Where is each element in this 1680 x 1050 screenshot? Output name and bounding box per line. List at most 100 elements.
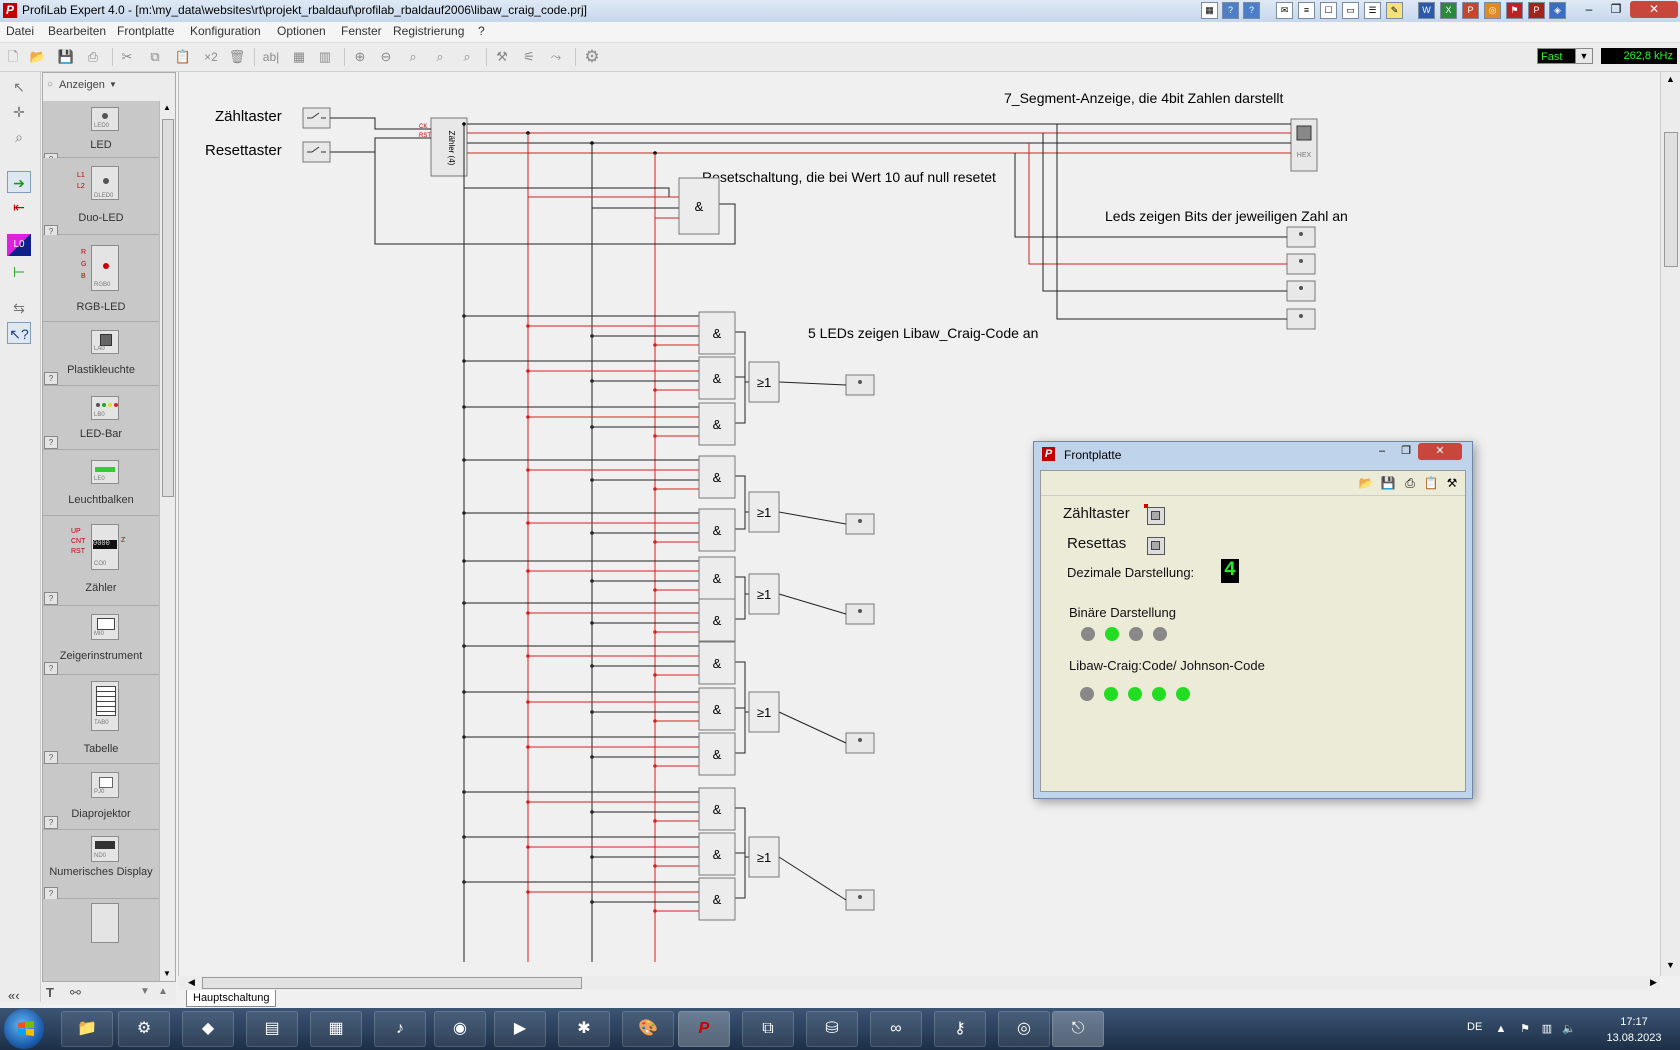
switch-zaehltaster[interactable] <box>302 107 331 129</box>
palette-item-diaprojektor[interactable]: PJ0 Diaprojektor ? <box>43 764 159 830</box>
save-icon[interactable]: 💾 <box>57 49 75 64</box>
tools-icon[interactable]: ⚒ <box>496 49 508 64</box>
palette-item-zeigerinstrument[interactable]: MI0 Zeigerinstrument ? <box>43 606 159 675</box>
app-icon[interactable]: ◈ <box>1549 2 1566 19</box>
and-gate[interactable]: & <box>698 732 736 776</box>
palette-item-led-bar[interactable]: LB0 LED-Bar ? <box>43 386 159 450</box>
scroll-up-icon[interactable]: ▲ <box>163 103 171 112</box>
color-logic-icon[interactable]: L0 <box>7 234 31 256</box>
palette-item-numerisches-display[interactable]: ND0 Numerisches Display ? <box>43 830 159 900</box>
mail-icon[interactable]: ✉ <box>1276 2 1293 19</box>
app-icon[interactable]: ✱ <box>558 1011 610 1047</box>
copy-icon[interactable]: ⧉ <box>150 49 160 64</box>
gear-icon[interactable]: ⚙ <box>584 47 600 66</box>
menu-konfiguration[interactable]: Konfiguration <box>190 24 261 38</box>
output-led-3[interactable] <box>845 603 875 625</box>
delete-icon[interactable]: 🗑 <box>228 49 246 64</box>
bit-led-2[interactable] <box>1286 253 1316 275</box>
help-icon[interactable]: ? <box>44 662 58 675</box>
canvas-vertical-scrollbar[interactable]: ▲ ▼ <box>1660 72 1680 976</box>
duplicate-button[interactable]: ×2 <box>204 50 218 64</box>
cut-icon[interactable]: ✂ <box>121 49 133 64</box>
zoom-in-icon[interactable]: ⊕ <box>354 49 366 64</box>
palette-item-zaehler[interactable]: 0000 CO0 UP CNT RST Z Zähler ? <box>43 516 159 606</box>
radio-icon[interactable]: ○ <box>47 79 54 90</box>
maximize-icon[interactable]: ❐ <box>1610 2 1622 16</box>
palette-item-partial[interactable] <box>43 899 159 959</box>
schematic-canvas[interactable]: Zähltaster Resettaster 7_Segment-Anzeige… <box>178 72 1661 976</box>
and-gate[interactable]: & <box>698 641 736 685</box>
pdf-icon[interactable]: ⎋ <box>1052 1011 1104 1047</box>
palette-item-led[interactable]: LED0 LED ? <box>43 101 159 166</box>
bit-led-1[interactable] <box>1286 226 1316 248</box>
help-icon[interactable]: ? <box>1222 2 1239 19</box>
counter-block[interactable]: Zähler (4) CK RST <box>419 117 468 177</box>
chevron-down-icon[interactable]: ▼ <box>1575 48 1593 64</box>
swap-icon[interactable]: ⇆ <box>13 300 25 316</box>
help-icon[interactable]: ? <box>44 592 58 605</box>
card-icon[interactable]: ▭ <box>1342 2 1359 19</box>
wire-icon[interactable]: ⚟ <box>523 49 535 64</box>
zoom-window-icon[interactable]: ⌕ <box>463 49 471 64</box>
pin-icon[interactable]: ⊢ <box>12 264 26 280</box>
scroll-thumb[interactable] <box>202 977 582 989</box>
volume-icon[interactable]: 🔈 <box>1562 1023 1576 1035</box>
menu-registrierung[interactable]: Registrierung <box>393 24 465 38</box>
or-gate[interactable]: ≥1 <box>748 836 780 878</box>
canvas-horizontal-scrollbar[interactable]: ◀ ▶ <box>178 976 1660 990</box>
output-led-2[interactable] <box>845 513 875 535</box>
output-led-4[interactable] <box>845 732 875 754</box>
settings-app-icon[interactable]: ⚙ <box>118 1011 170 1047</box>
chevron-down-icon[interactable]: ▼ <box>109 80 117 89</box>
scroll-down-icon[interactable]: ▼ <box>1666 960 1675 970</box>
profilab-task-icon[interactable]: P <box>678 1011 730 1047</box>
bit-led-3[interactable] <box>1286 280 1316 302</box>
new-file-icon[interactable]: 🗋 <box>7 49 19 64</box>
and-gate[interactable]: & <box>698 311 736 355</box>
close-icon[interactable]: ✕ <box>1630 1 1678 18</box>
bit-led-4[interactable] <box>1286 308 1316 330</box>
app-icon[interactable]: ⚑ <box>1506 2 1523 19</box>
chrome-icon[interactable]: ◉ <box>434 1011 486 1047</box>
menu-optionen[interactable]: Optionen <box>277 24 326 38</box>
or-gate[interactable]: ≥1 <box>748 361 780 403</box>
minimize-icon[interactable]: – <box>1585 2 1593 16</box>
help-pointer-icon[interactable]: ↖? <box>7 322 31 344</box>
zoom-all-icon[interactable]: ⌕ <box>436 49 444 64</box>
scroll-up-icon[interactable]: ▲ <box>1666 74 1675 84</box>
menu-frontplatte[interactable]: Frontplatte <box>117 24 175 38</box>
help-icon[interactable]: ? <box>44 372 58 385</box>
move-up-icon[interactable]: ▲ <box>158 986 168 997</box>
scroll-thumb[interactable] <box>1664 132 1678 267</box>
start-button[interactable] <box>4 1009 44 1049</box>
calculator-icon[interactable]: ▦ <box>310 1011 362 1047</box>
paste-icon[interactable]: 📋 <box>174 49 192 64</box>
arduino-icon[interactable]: ∞ <box>870 1011 922 1047</box>
and-gate[interactable]: & <box>678 177 720 235</box>
and-gate[interactable]: & <box>698 832 736 876</box>
zoom-fit-icon[interactable]: ⌕ <box>409 49 417 64</box>
save-icon[interactable]: 💾 <box>1380 476 1396 490</box>
app-icon[interactable]: ⚷ <box>934 1011 986 1047</box>
help-icon[interactable]: ? <box>44 225 58 238</box>
scroll-down-icon[interactable]: ▼ <box>163 969 171 978</box>
and-gate[interactable]: & <box>698 356 736 400</box>
help-icon[interactable]: ? <box>44 436 58 449</box>
and-gate[interactable]: & <box>698 455 736 499</box>
pointer-icon[interactable]: ↖ <box>13 79 25 95</box>
clipboard-icon[interactable]: ☐ <box>1320 2 1337 19</box>
palette-filter[interactable]: Anzeigen <box>59 79 105 91</box>
collapse-icon[interactable]: «‹ <box>8 988 20 1003</box>
and-gate[interactable]: & <box>698 687 736 731</box>
and-gate[interactable]: & <box>698 402 736 446</box>
palette-scrollbar[interactable]: ▲ ▼ <box>159 101 175 981</box>
print-icon[interactable]: ⎙ <box>1405 476 1415 490</box>
paint-icon[interactable]: 🎨 <box>622 1011 674 1047</box>
zoom-out-icon[interactable]: ⊖ <box>380 49 392 64</box>
fp-switch-zaehltaster[interactable] <box>1147 507 1165 525</box>
app-icon[interactable]: ♪ <box>374 1011 426 1047</box>
flag-icon[interactable]: ⚑ <box>1520 1023 1530 1035</box>
text-tool-icon[interactable]: T <box>46 985 54 1000</box>
tools-icon[interactable]: ⚒ <box>1446 476 1458 490</box>
scroll-right-icon[interactable]: ▶ <box>1650 977 1657 987</box>
